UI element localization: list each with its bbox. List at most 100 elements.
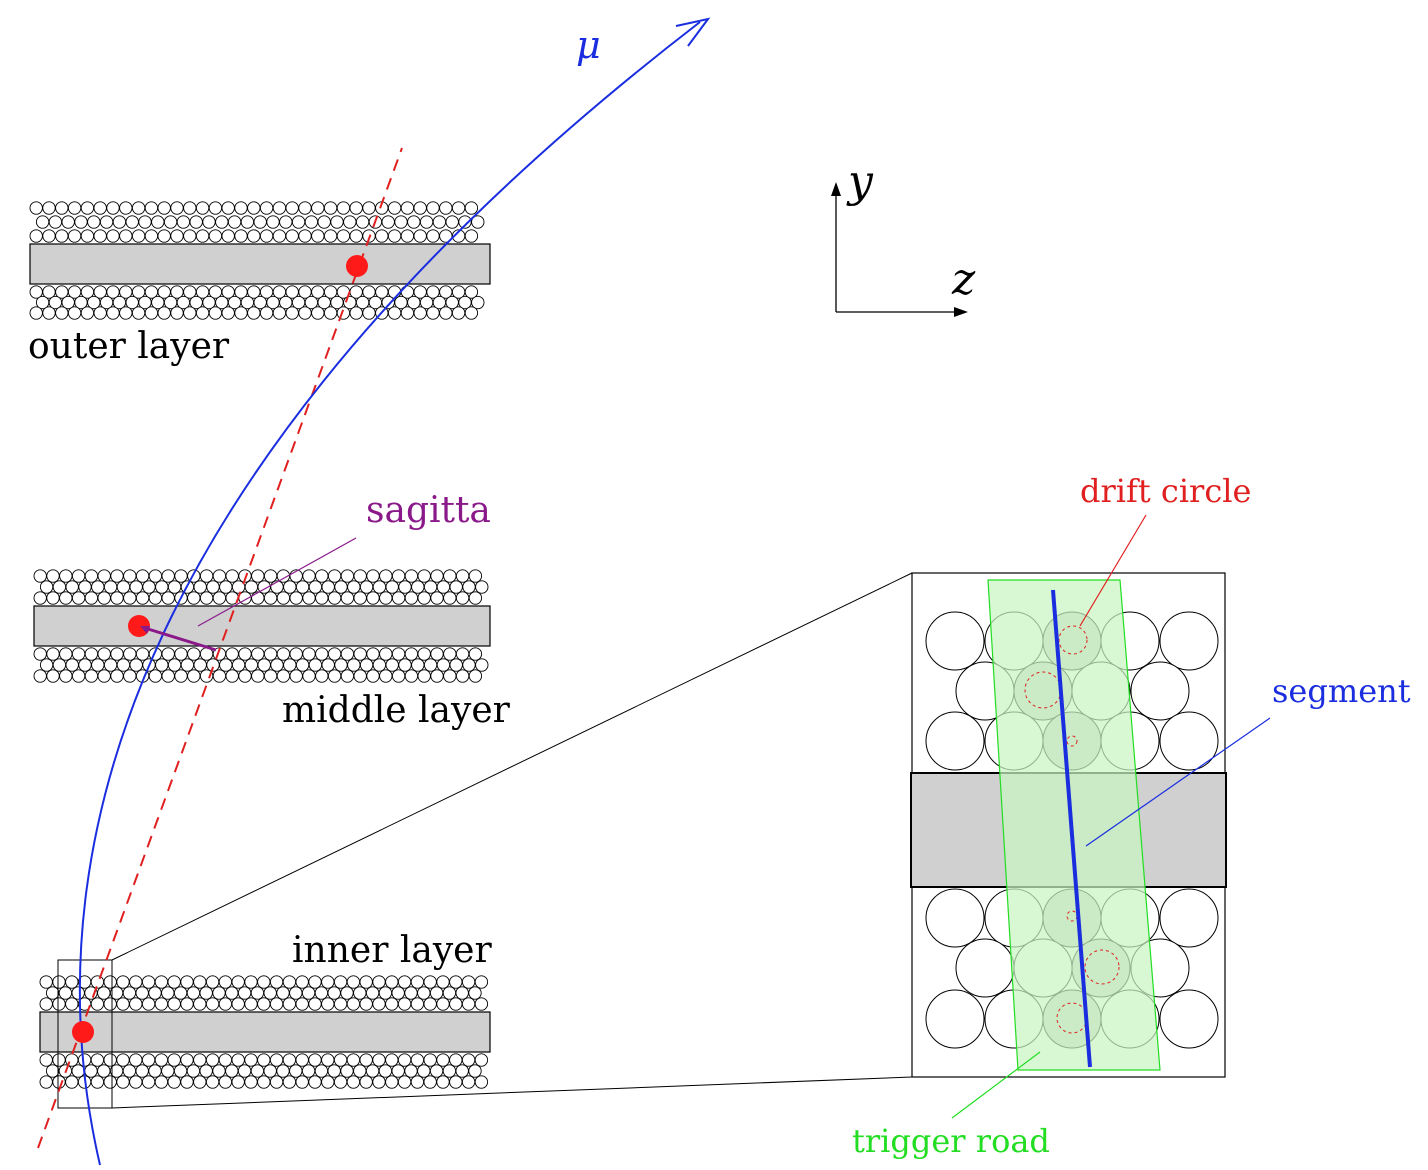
drift-tube	[186, 986, 201, 1000]
drift-tube	[451, 201, 466, 215]
drift-tube	[52, 1053, 66, 1067]
sagitta-label: sagitta	[366, 490, 491, 531]
drift-tube	[218, 975, 233, 989]
drift-tube	[394, 215, 408, 229]
drift-tube	[205, 1053, 220, 1067]
drift-tube	[385, 1053, 399, 1067]
drift-tube	[404, 986, 418, 1000]
drift-tube	[244, 997, 258, 1011]
drift-tube	[432, 215, 447, 229]
drift-tube	[349, 201, 363, 215]
drift-tube	[135, 986, 149, 1000]
drift-tube	[298, 229, 312, 243]
drift-tube	[135, 647, 150, 661]
drift-tube	[263, 647, 278, 661]
drift-tube	[97, 591, 111, 605]
arrow-head-icon	[675, 17, 711, 47]
drift-tube	[417, 669, 431, 683]
drift-tube	[955, 938, 1015, 998]
drift-tube	[119, 229, 133, 243]
drift-tube	[193, 580, 207, 594]
drift-tube	[42, 306, 56, 320]
drift-tube	[327, 1064, 341, 1078]
drift-tube	[71, 1064, 85, 1078]
drift-tube	[52, 1075, 66, 1089]
drift-tube	[205, 997, 220, 1011]
drift-tube	[461, 1053, 476, 1067]
drift-tube	[311, 229, 325, 243]
drift-tube	[193, 1075, 207, 1089]
drift-tube	[378, 986, 393, 1000]
drift-tube	[276, 669, 291, 683]
drift-tube	[295, 658, 310, 672]
drift-tube	[257, 975, 271, 989]
drift-tube	[123, 669, 137, 683]
drift-tube	[474, 1075, 489, 1089]
drift-tube	[464, 229, 479, 243]
drift-tube	[67, 201, 82, 215]
drift-tube	[144, 201, 159, 215]
drift-tube	[423, 1075, 437, 1089]
drift-tube	[148, 669, 163, 683]
drift-tube	[308, 580, 323, 594]
drift-tube	[379, 591, 393, 605]
drift-tube	[276, 986, 290, 1000]
drift-tube	[455, 647, 470, 661]
drift-tube	[199, 1064, 213, 1078]
drift-tube	[372, 580, 387, 594]
drift-tube	[231, 975, 245, 989]
drift-tube	[442, 986, 457, 1000]
drift-tube	[129, 580, 143, 594]
drift-tube	[116, 580, 131, 594]
drift-tube	[366, 647, 380, 661]
drift-tube	[323, 306, 338, 320]
drift-tube	[106, 306, 120, 320]
drift-tube	[244, 658, 259, 672]
drift-tube	[167, 1053, 181, 1067]
drift-tube	[385, 580, 399, 594]
inner-chamber	[39, 975, 491, 1089]
drift-tube	[461, 997, 476, 1011]
drift-tube	[353, 1064, 367, 1078]
drift-tube	[110, 647, 124, 661]
inner-chamber-tubes-top	[39, 975, 489, 1011]
drift-tube	[398, 580, 412, 594]
drift-tube	[106, 201, 120, 215]
drift-tube	[404, 669, 419, 683]
drift-circle	[1058, 625, 1088, 655]
drift-tube	[436, 1053, 450, 1067]
drift-tube	[449, 975, 463, 989]
drift-tube	[449, 658, 463, 672]
drift-tube	[106, 229, 120, 243]
drift-tube	[372, 997, 386, 1011]
drift-tube	[103, 975, 117, 989]
drift-tube	[183, 229, 197, 243]
drift-tube	[468, 647, 483, 661]
drift-tube	[475, 580, 489, 594]
drift-tube	[375, 229, 389, 243]
drift-tube	[67, 306, 82, 320]
drift-tube	[925, 711, 985, 771]
drift-tube	[353, 569, 367, 583]
drift-tube	[225, 669, 239, 683]
drift-tube	[474, 975, 489, 989]
drift-tube	[247, 306, 261, 320]
drift-tube	[366, 669, 380, 683]
drift-tube	[359, 658, 374, 672]
drift-tube	[436, 997, 450, 1011]
drift-tube	[55, 201, 69, 215]
drift-tube	[90, 975, 105, 989]
drift-tube	[208, 201, 223, 215]
drift-tube	[295, 1053, 309, 1067]
drift-tube	[93, 201, 107, 215]
trigger-road	[987, 579, 1161, 1071]
middle-chamber	[33, 569, 491, 683]
drift-tube	[314, 1064, 329, 1078]
drift-tube	[349, 229, 363, 243]
drift-tube	[471, 295, 485, 310]
drift-tube	[154, 1075, 169, 1089]
drift-tube	[39, 997, 53, 1011]
drift-tube	[46, 647, 60, 661]
drift-tube	[295, 997, 309, 1011]
drift-tube	[340, 1064, 354, 1078]
